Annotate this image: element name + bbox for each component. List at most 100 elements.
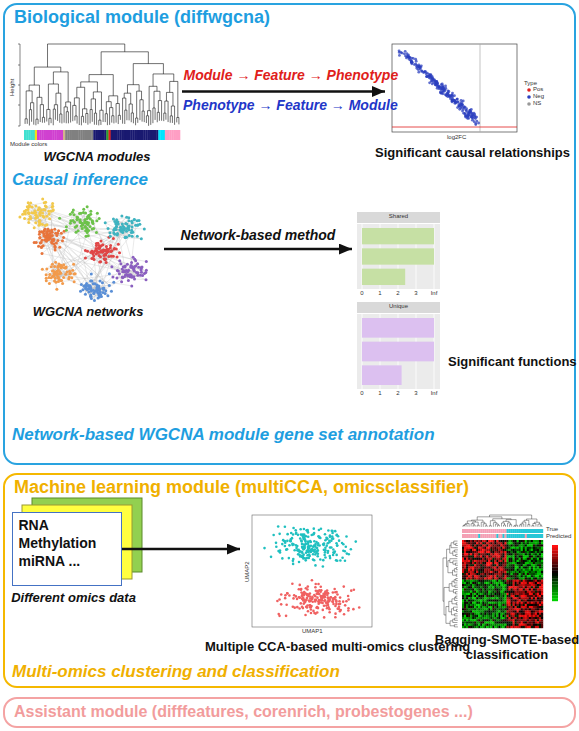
heatmap-cell (468, 588, 470, 590)
heatmap-cell (490, 553, 492, 555)
module-color-stripe (44, 130, 46, 140)
heatmap-cell (470, 582, 472, 584)
network-node (97, 254, 100, 257)
class-bar (490, 529, 492, 533)
heatmap-cell (466, 553, 468, 555)
heatmap-cell (470, 553, 472, 555)
heatmap-cell (482, 549, 484, 551)
heatmap-cell (468, 575, 470, 577)
heatmap-cell (472, 608, 474, 610)
module-color-stripe (52, 130, 54, 140)
network-node (98, 294, 101, 297)
heatmap-cell (480, 593, 482, 595)
heatmap-cell (474, 602, 476, 604)
umap-point (332, 548, 335, 551)
class-bar (515, 534, 517, 538)
heatmap-cell (472, 547, 474, 549)
heatmap-cell (470, 586, 472, 588)
heatmap-cell (480, 562, 482, 564)
network-node (39, 242, 42, 245)
axis-tick (18, 44, 20, 45)
umap-point (327, 601, 330, 604)
heatmap-cell (488, 610, 490, 612)
umap-point (325, 601, 328, 604)
umap-point (284, 525, 287, 528)
heatmap-cell (466, 624, 468, 626)
heatmap-cell (474, 604, 476, 606)
umap-point (302, 599, 305, 602)
heatmap-cell (472, 575, 474, 577)
heatmap-cell (486, 575, 488, 577)
heatmap-cell (464, 613, 466, 615)
class-bar (503, 534, 505, 538)
volcano-point (471, 113, 474, 116)
volcano-point (475, 120, 478, 123)
heatmap-cell (482, 591, 484, 593)
heatmap-cell (486, 558, 488, 560)
module-color-stripe (67, 130, 69, 140)
network-node (42, 244, 45, 247)
heatmap-cell (480, 604, 482, 606)
heatmap-cell (486, 580, 488, 582)
heatmap-cell (490, 558, 492, 560)
network-node (50, 228, 53, 231)
heatmap-cell (480, 558, 482, 560)
class-bar (494, 534, 496, 538)
heatmap-cell (486, 551, 488, 553)
heatmap-cell (464, 608, 466, 610)
umap-point (310, 608, 313, 611)
umap-point (311, 598, 314, 601)
network-node (43, 201, 46, 204)
umap-point (312, 553, 315, 556)
heatmap-cell (474, 560, 476, 562)
heatmap-cell (478, 540, 480, 542)
umap-point (335, 601, 338, 604)
heatmap-cell (482, 560, 484, 562)
heatmap-cell (488, 586, 490, 588)
network-node (145, 278, 148, 281)
heatmap-cell (464, 566, 466, 568)
volcano-point (464, 116, 467, 119)
volcano-point (461, 103, 464, 106)
heatmap-cell (464, 599, 466, 601)
heatmap-cell (470, 580, 472, 582)
volcano-point (468, 109, 471, 112)
network-node (111, 276, 114, 279)
umap-point (332, 603, 335, 606)
umap-point (336, 560, 339, 563)
heatmap-cell (484, 617, 486, 619)
heatmap-cell (468, 558, 470, 560)
heatmap-cell (482, 580, 484, 582)
umap-point (338, 600, 341, 603)
network-node (95, 219, 98, 222)
heatmap-cell (488, 621, 490, 623)
heatmap-cell (482, 610, 484, 612)
heatmap-cell (464, 549, 466, 551)
network-node (99, 250, 102, 253)
heatmap-cell (462, 566, 464, 568)
network-node (40, 241, 43, 244)
heatmap-cell (468, 549, 470, 551)
heatmap-cell (472, 560, 474, 562)
heatmap-cell (478, 610, 480, 612)
heatmap-cell (474, 580, 476, 582)
heatmap-cell (470, 626, 472, 628)
network-node (104, 258, 107, 261)
class-bar (492, 529, 494, 533)
umap-point (280, 603, 283, 606)
module-color-stripe (115, 130, 117, 140)
network-node (84, 220, 87, 223)
heatmap-cell (470, 573, 472, 575)
network-node (66, 270, 69, 273)
heatmap-cell (486, 582, 488, 584)
heatmap-cell (462, 624, 464, 626)
module-color-stripe (35, 130, 37, 140)
network-node (48, 235, 51, 238)
network-node (45, 223, 48, 226)
module-color-stripe (98, 130, 100, 140)
network-node (55, 288, 58, 291)
heatmap-cell (462, 558, 464, 560)
heatmap-cell (482, 584, 484, 586)
network-node (116, 269, 119, 272)
heatmap-cell (466, 613, 468, 615)
